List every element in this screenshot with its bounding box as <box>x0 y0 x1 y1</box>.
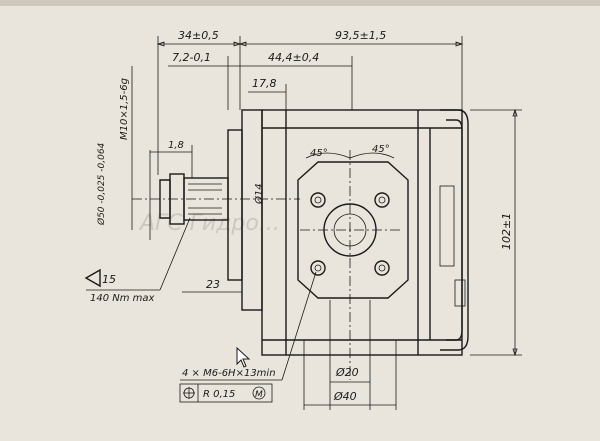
height-dimension: 102±1 <box>470 108 522 357</box>
dim-1-8: 1,8 <box>168 140 184 151</box>
dim-14: Ø14 <box>253 183 265 205</box>
dim-50: Ø50 -0,025 -0,064 <box>96 142 107 226</box>
torque-text: 140 Nm max <box>90 293 155 304</box>
tolerance-value: R 0,15 <box>203 389 235 400</box>
tolerance-modifier: M <box>255 390 263 400</box>
dim-20: Ø20 <box>335 366 359 379</box>
torque-note: 15 140 Nm max <box>84 217 191 304</box>
dim-44: 44,4±0,4 <box>268 51 319 64</box>
dim-17: 17,8 <box>252 77 277 90</box>
dim-93: 93,5±1,5 <box>335 29 386 42</box>
pump-body: 45° 45° <box>261 109 469 380</box>
dim-34: 34±0,5 <box>178 29 219 42</box>
bottom-dimensions: Ø20 Ø40 <box>303 300 397 410</box>
dim-thread: M10×1,5-6g <box>119 78 130 140</box>
angle-45-right: 45° <box>372 144 390 155</box>
torque-symbol-value: 15 <box>102 273 116 286</box>
dim-40: Ø40 <box>333 390 357 403</box>
cursor-icon <box>236 346 251 368</box>
bolt-holes <box>310 192 390 276</box>
angle-45-left: 45° <box>310 148 328 159</box>
dim-102: 102±1 <box>500 213 513 250</box>
watermark: АГС Гидро... <box>138 211 280 236</box>
bolt-note: 4 × M6-6H×13min <box>182 368 276 379</box>
dim-7: 7,2-0,1 <box>172 51 211 64</box>
bolt-callout: 4 × M6-6H×13min R 0,15 M <box>179 271 317 403</box>
top-dimensions: 34±0,5 93,5±1,5 7,2-0,1 44,4±0,4 17,8 <box>156 29 464 175</box>
dim-23: 23 <box>206 278 220 291</box>
